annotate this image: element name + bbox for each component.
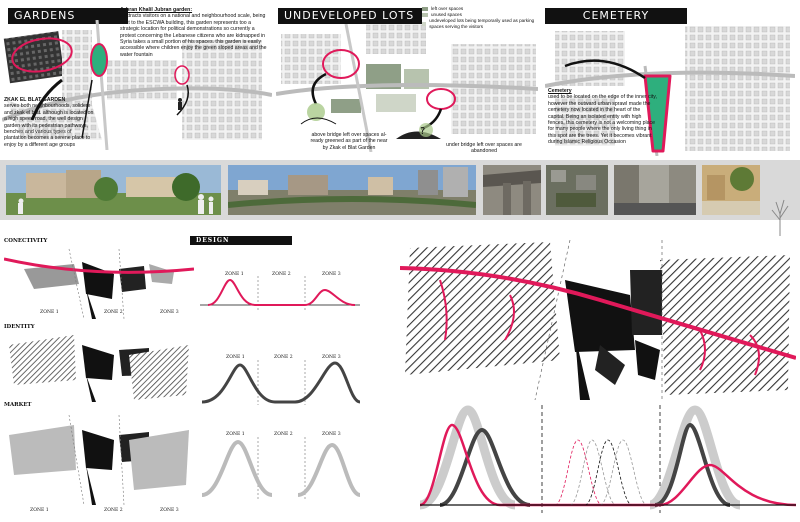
photo-cemetery-trees — [702, 165, 760, 215]
tree-icon — [764, 196, 796, 236]
photo-aerial-cemetery — [546, 165, 608, 215]
legend-label: unused spaces — [431, 12, 462, 17]
market-zone2: ZONE 2 — [104, 508, 123, 513]
legend-swatch — [422, 7, 428, 11]
legend-item: left over spaces — [422, 6, 542, 12]
header-cemetery: CEMETERY — [545, 8, 687, 24]
master-curves-chart — [420, 405, 796, 513]
legend-item: unused spaces — [422, 12, 542, 18]
master-plan-diagram — [400, 240, 796, 400]
svg-text:?: ? — [420, 126, 425, 137]
label-market: MARKET — [4, 402, 32, 408]
legend-swatch — [422, 13, 428, 17]
photo-zkak-garden — [6, 165, 221, 215]
photo-street — [614, 165, 696, 215]
connectivity-zone2: ZONE 2 — [104, 310, 123, 315]
cemetery-map — [545, 26, 795, 156]
cemetery-description: used to be located on the edge of the in… — [548, 94, 657, 146]
header-design-parameters: DESIGN PARAMETERS — [190, 236, 292, 253]
lots-caption-right: under bridge left over spaces are abando… — [446, 142, 522, 155]
curve1-zone2: ZONE 2 — [272, 272, 291, 277]
gardens-map — [2, 20, 272, 150]
legend-item: undeveloped lots being temporarily used … — [422, 18, 542, 30]
photo-bridge — [483, 165, 541, 215]
label-identity: IDENTITY — [4, 324, 35, 330]
zkak-title: ZKAK EL BLAT GARDEN — [4, 97, 66, 103]
connectivity-zone1: ZONE 1 — [40, 310, 59, 315]
cemetery-text-block: Cemetery used to be located on the edge … — [548, 88, 658, 146]
curve-chart-market — [200, 437, 360, 499]
curve1-zone1: ZONE 1 — [225, 272, 244, 277]
photo-panorama — [228, 165, 476, 215]
market-zone3: ZONE 3 — [160, 508, 179, 513]
lots-map: ? — [276, 24, 538, 152]
jubran-text-block: Jubran Khalil Jubran garden: It attracts… — [120, 7, 270, 58]
curve2-zone3: ZONE 3 — [322, 355, 341, 360]
diagram-identity — [4, 330, 194, 402]
diagram-market — [4, 410, 194, 505]
market-zone1: ZONE 1 — [30, 508, 49, 513]
connectivity-zone3: ZONE 3 — [160, 310, 179, 315]
curve2-zone2: ZONE 2 — [274, 355, 293, 360]
curve-chart-connectivity — [200, 276, 360, 310]
legend-swatch — [422, 22, 427, 26]
zkak-description: serves both neighbourhoods, solidere and… — [4, 103, 94, 148]
curve2-zone1: ZONE 1 — [226, 355, 245, 360]
curve3-zone1: ZONE 1 — [226, 432, 245, 437]
curve3-zone2: ZONE 2 — [274, 432, 293, 437]
lots-caption-left: above bridge left over spaces al-ready g… — [310, 132, 388, 151]
label-connectivity: CONECTIVITY — [4, 238, 48, 244]
curve3-zone3: ZONE 3 — [322, 432, 341, 437]
curve-chart-identity — [200, 360, 360, 405]
jubran-description: It attracts visitors on a national and n… — [120, 13, 267, 58]
jubran-title: Jubran Khalil Jubran garden: — [120, 7, 193, 13]
legend-label: undeveloped lots being temporarily used … — [429, 18, 535, 29]
header-undeveloped-lots: UNDEVELOPED LOTS — [278, 8, 422, 24]
zkak-text-block: ZKAK EL BLAT GARDEN serves both neighbou… — [4, 97, 94, 148]
cemetery-title: Cemetery — [548, 88, 572, 94]
diagram-connectivity — [4, 244, 194, 319]
legend-label: left over spaces — [431, 6, 464, 11]
curve1-zone3: ZONE 3 — [322, 272, 341, 277]
lots-legend: left over spaces unused spaces undevelop… — [422, 6, 542, 30]
